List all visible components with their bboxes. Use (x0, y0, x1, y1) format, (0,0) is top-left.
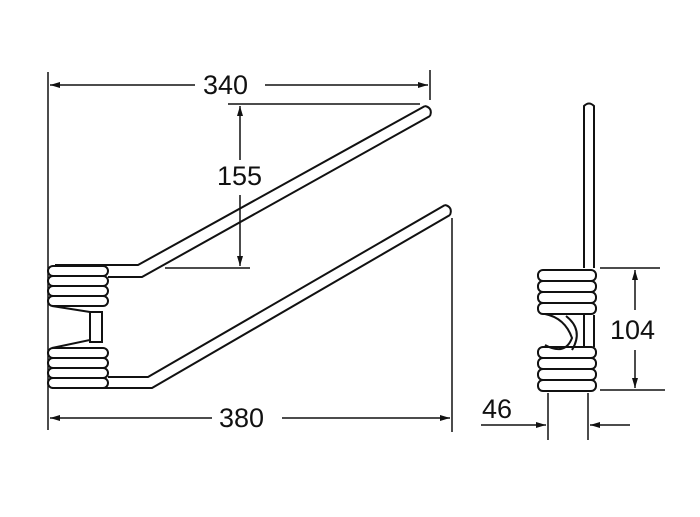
lower-arm-inner (52, 214, 451, 389)
lower-arm-outer (108, 204, 446, 378)
end-view-tine (583, 102, 595, 268)
dimension-top-width: 340 (200, 72, 252, 99)
upper-coil (47, 265, 109, 349)
end-view-coil (537, 269, 597, 392)
dimension-bottom-width: 380 (216, 405, 268, 432)
upper-arm-inner (108, 115, 431, 278)
dimension-coil-width: 46 (482, 394, 513, 424)
dimension-arm-offset: 155 (214, 163, 266, 190)
dimension-coil-height: 104 (607, 317, 659, 344)
lower-coil (47, 347, 109, 389)
